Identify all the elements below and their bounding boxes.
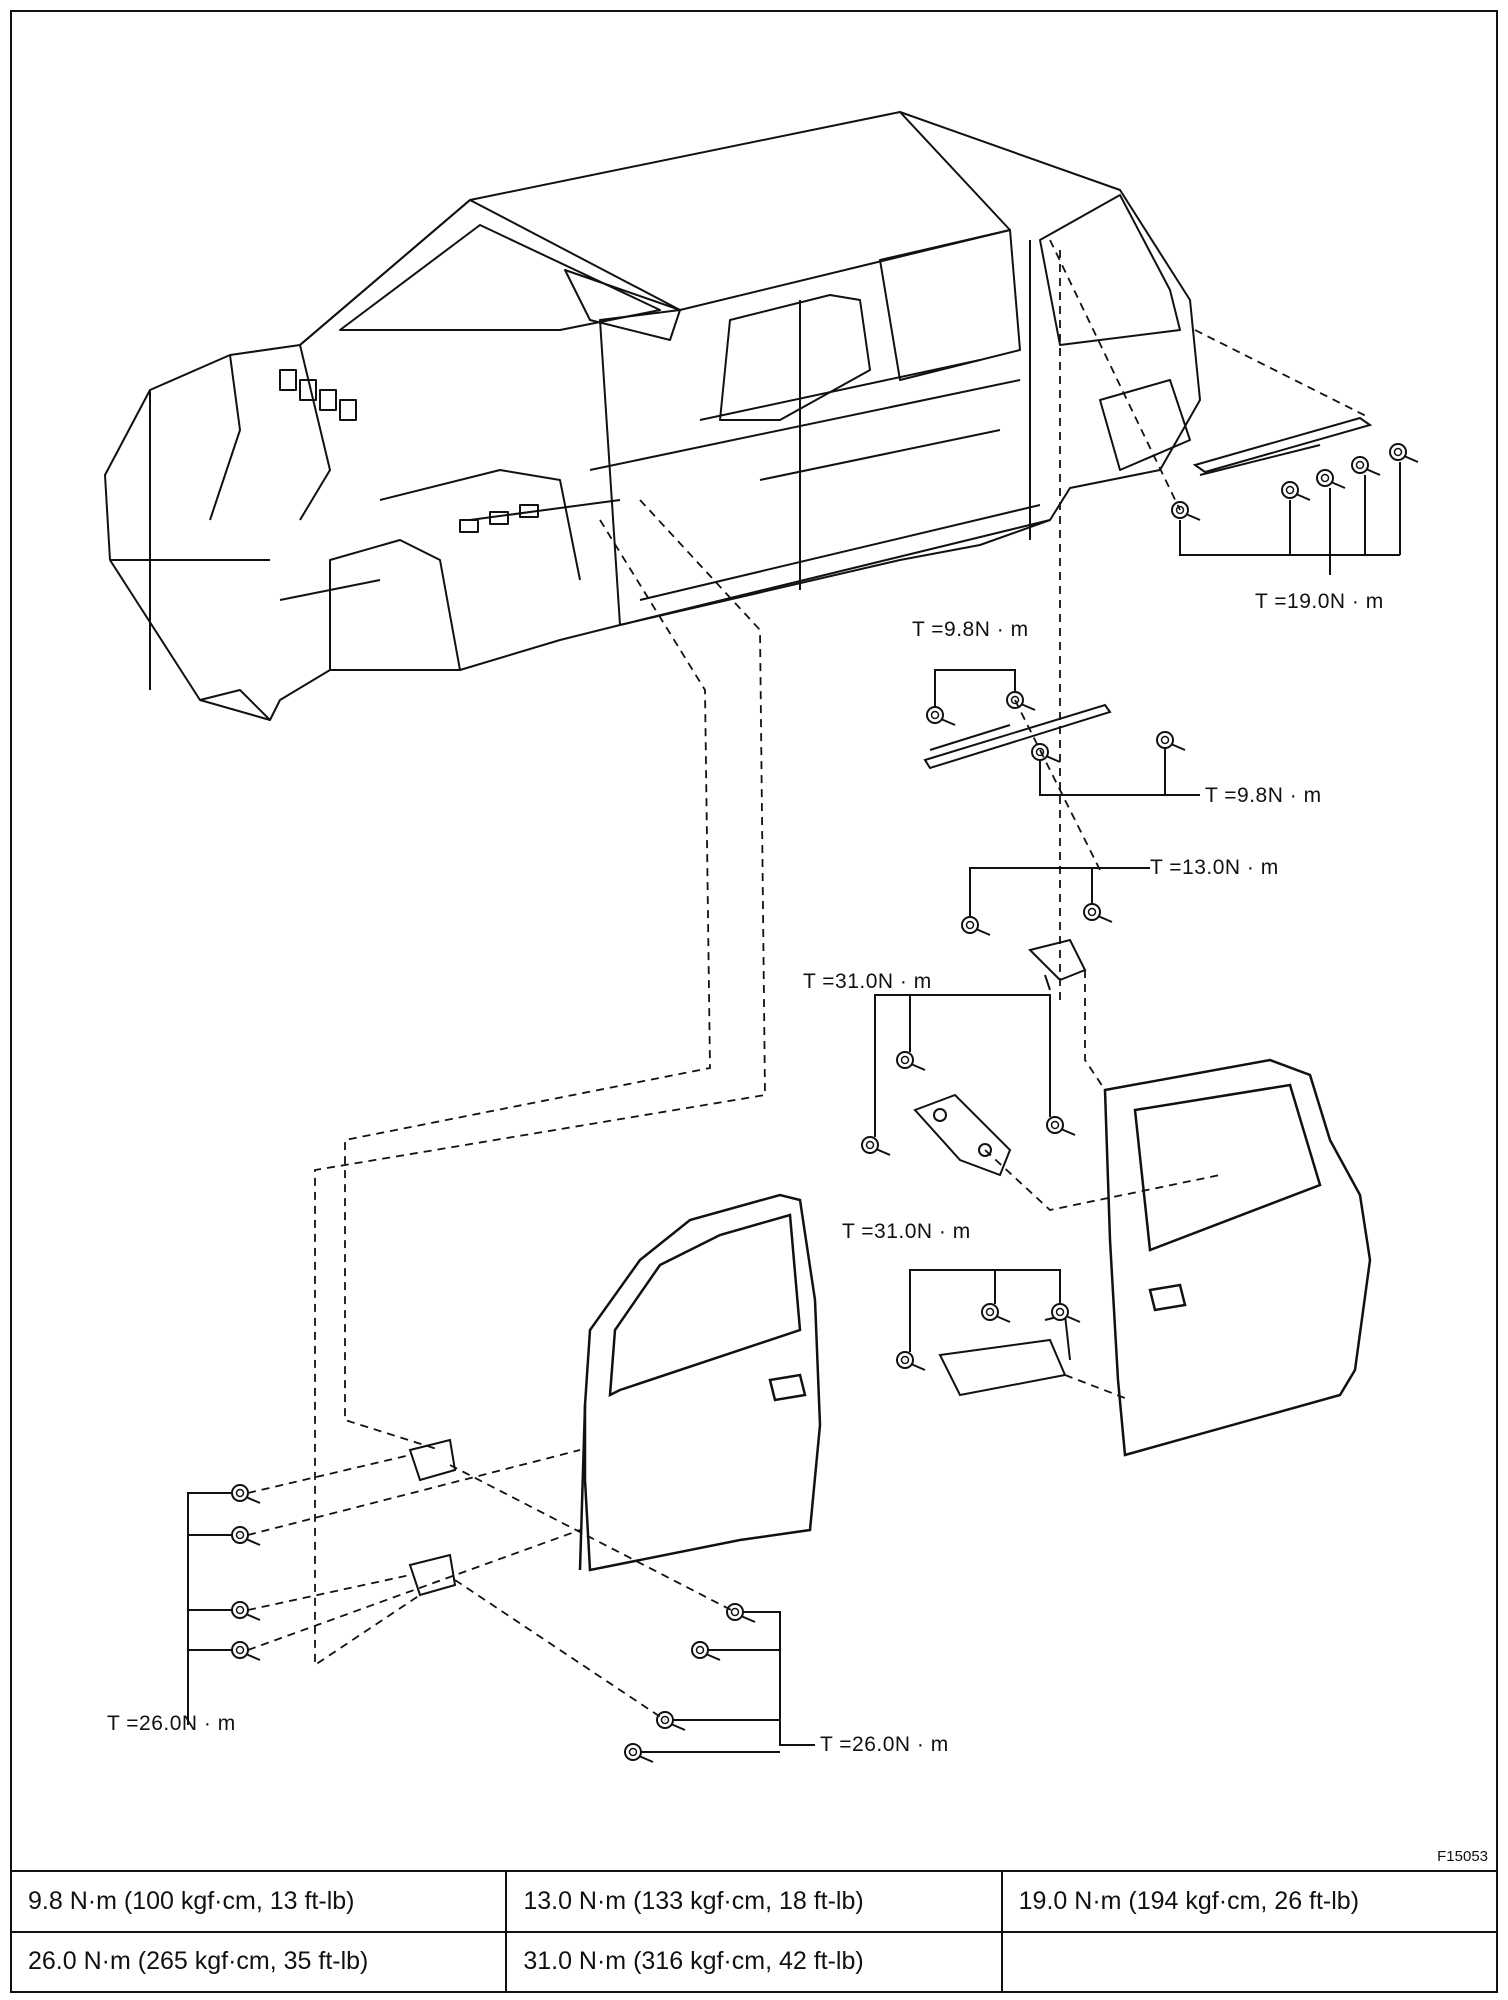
alignment-lines [247,239,1371,1721]
torque-label-center-rail-upper: T =9.8N · m [912,618,1029,641]
torque-label-lower-arm: T =31.0N · m [842,1220,971,1243]
front-body-bolts [231,1484,261,1661]
center-hinge-bolts [861,1051,1076,1156]
center-rail [923,703,1112,770]
table-cell: 26.0 N·m (265 kgf·cm, 35 ft-lb) [9,1930,508,1993]
sliding-rear-door [1103,1058,1372,1457]
upper-guide-bolts [961,903,1113,936]
torque-label-center-rail-lower: T =9.8N · m [1205,784,1322,807]
center-rail-leader-lower [1039,748,1200,796]
torque-label-center-hinge: T =31.0N · m [803,970,932,993]
lower-arm-leader [909,1269,1061,1352]
front-door-leader [641,1611,815,1753]
rear-rail-leader [1179,462,1401,575]
center-hinge [913,1093,1012,1177]
front-body-leader [187,1492,232,1725]
front-door-upper-hinge [408,1438,457,1482]
upper-guide-leader [969,867,1150,917]
table-cell [1000,1930,1499,1993]
front-door [578,1193,822,1572]
torque-label-front-body-bolts: T =26.0N · m [107,1712,236,1735]
lower-arm-bolts [896,1303,1081,1371]
table-row: 9.8 N·m (100 kgf·cm, 13 ft-lb) 13.0 N·m … [9,1870,1499,1933]
lower-arm [938,1313,1071,1397]
torque-label-rear-rail: T =19.0N · m [1255,590,1384,613]
table-cell: 31.0 N·m (316 kgf·cm, 42 ft-lb) [505,1930,1003,1993]
center-rail-leader-upper [934,669,1016,707]
center-hinge-leader [874,994,1051,1137]
diagram-frame [10,10,1498,1993]
figure-id: F15053 [1437,1848,1488,1865]
rear-rail-bolts [1171,443,1419,521]
torque-spec-table: 9.8 N·m (100 kgf·cm, 13 ft-lb) 13.0 N·m … [9,1870,1499,1993]
upper-roller-guide [1028,938,1087,991]
torque-label-front-door-bolts: T =26.0N · m [820,1733,949,1756]
front-door-lower-hinge [408,1553,457,1597]
table-cell: 13.0 N·m (133 kgf·cm, 18 ft-lb) [505,1870,1003,1933]
vehicle-body-shell [104,111,1201,721]
table-cell: 9.8 N·m (100 kgf·cm, 13 ft-lb) [9,1870,508,1933]
table-row: 26.0 N·m (265 kgf·cm, 35 ft-lb) 31.0 N·m… [9,1930,1499,1993]
front-door-bolts [624,1603,756,1763]
center-rail-bolts [926,691,1186,763]
rear-upper-rail [1192,416,1373,476]
table-cell: 19.0 N·m (194 kgf·cm, 26 ft-lb) [1000,1870,1499,1933]
torque-label-upper-guide: T =13.0N · m [1150,856,1279,879]
